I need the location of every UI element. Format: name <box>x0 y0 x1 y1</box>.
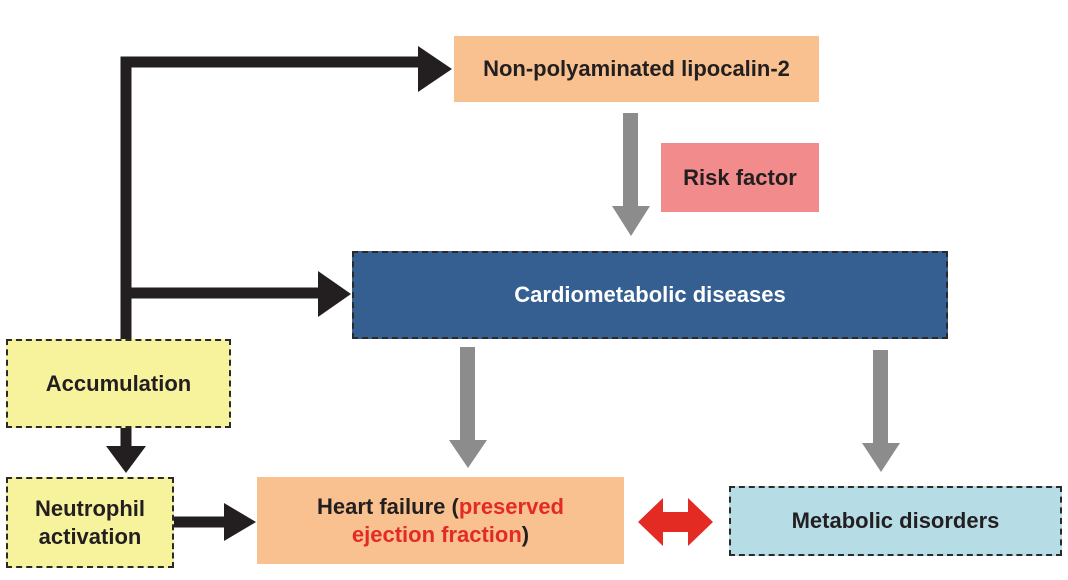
accumulation-node: Accumulation <box>6 339 231 428</box>
metabolic-disorders-label: Metabolic disorders <box>791 508 1000 534</box>
risk-factor-node: Risk factor <box>661 143 819 212</box>
accumulation-label: Accumulation <box>45 370 192 396</box>
lipocalin-node: Non-polyaminated lipocalin-2 <box>454 36 819 102</box>
heart-failure-prefix: Heart failure ( <box>316 494 459 519</box>
neutrophil-label-line2: activation <box>38 523 142 549</box>
lipocalin-label: Non-polyaminated lipocalin-2 <box>483 56 790 82</box>
arrow-to-lipocalin <box>418 46 452 92</box>
cardiometabolic-node: Cardiometabolic diseases <box>352 251 948 339</box>
arrow-to-neutrophil <box>106 446 146 473</box>
arrow-to-cardiometabolic <box>318 271 351 317</box>
heart-failure-suffix: ) <box>521 521 530 547</box>
heart-failure-preserved: preserved <box>458 494 564 519</box>
grey-arrowhead-1 <box>612 206 650 236</box>
grey-arrow-shaft-2 <box>460 347 475 442</box>
neutrophil-label-line1: Neutrophil <box>35 496 145 521</box>
heart-failure-node: Heart failure (preserved ejection fracti… <box>257 477 624 564</box>
grey-arrowhead-3 <box>862 443 900 472</box>
arrow-to-heart-failure <box>224 503 256 541</box>
black-trunk-line <box>120 56 430 339</box>
heart-failure-line2: ejection fraction) <box>352 521 529 549</box>
risk-factor-label: Risk factor <box>683 164 797 190</box>
heart-failure-ejection-fraction: ejection fraction <box>351 521 522 547</box>
cardiometabolic-label: Cardiometabolic diseases <box>514 282 786 308</box>
red-double-arrow <box>638 498 713 546</box>
metabolic-disorders-node: Metabolic disorders <box>729 486 1062 556</box>
neutrophil-activation-node: Neutrophil activation <box>6 477 174 568</box>
heart-failure-line1: Heart failure (preserved <box>317 493 564 521</box>
grey-arrow-shaft-1 <box>623 113 638 208</box>
grey-arrowhead-2 <box>449 440 487 468</box>
grey-arrow-shaft-3 <box>873 350 888 445</box>
